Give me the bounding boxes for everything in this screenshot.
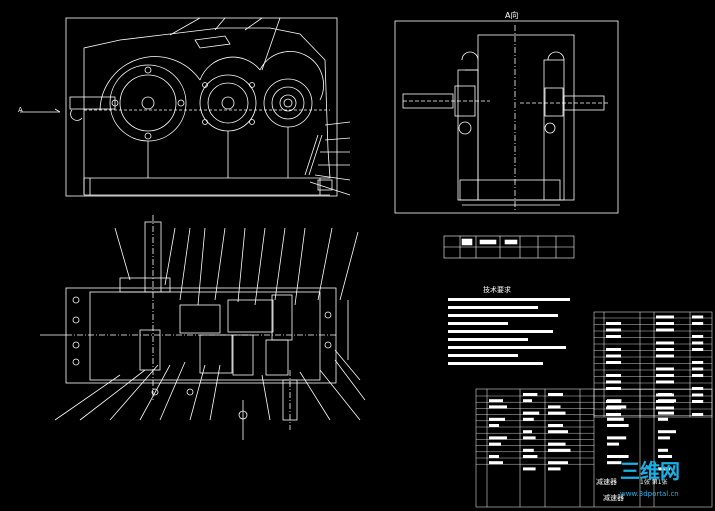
parts-cell-text [656,348,674,351]
parts-list-lower [475,388,713,508]
parts-cell-text [656,341,674,345]
parts-cell-text [607,455,629,458]
parts-cell-text [658,411,674,415]
parts-cell-text [658,417,668,421]
parts-cell-text [548,411,566,415]
parts-cell-text [489,442,501,446]
parts-cell-text [658,430,676,434]
parameter-table [443,235,575,259]
parts-cell-text [692,374,704,377]
parts-cell-text [489,436,507,440]
parts-cell-text [658,448,668,452]
tech-requirements-title: 技术要求 [483,285,511,294]
parts-cell-text [606,322,621,325]
parts-cell-text [606,348,621,351]
parts-cell-text [656,328,674,332]
parts-cell-text [656,322,674,325]
parts-cell-text [692,413,704,416]
parts-cell-text [656,393,674,397]
parts-cell-text [692,315,704,319]
parts-cell-text [523,430,532,434]
parts-cell-text [548,442,566,446]
parts-cell-text [606,406,621,410]
parts-cell-text [656,367,674,371]
watermark-logo: 三维网 [620,459,680,483]
parts-cell-text [489,405,507,409]
parts-cell-text [489,461,503,465]
parts-cell-text [548,393,563,396]
parts-cell-text [523,455,538,458]
parts-cell-text [607,417,624,421]
parts-cell-text [656,406,674,410]
view-a-label: A向 [505,10,518,20]
parts-cell-text [692,400,704,403]
parts-cell-text [548,467,561,471]
parts-cell-text [523,436,536,440]
parts-cell-text [692,348,704,351]
parts-list-cells [489,315,704,471]
parts-cell-text [692,322,704,325]
parts-cell-text [658,455,672,458]
parts-cell-text [523,411,540,415]
parts-cell-text [523,399,532,403]
parts-cell-text [692,361,704,364]
parts-cell-text [606,413,621,416]
parts-cell-text [656,315,674,319]
parts-cell-text [523,393,538,396]
parts-cell-text [692,335,704,338]
parts-cell-text [607,461,622,465]
parts-cell-text [548,405,561,409]
parts-cell-text [606,387,621,390]
watermark-url: www.3dportal.cn [620,490,679,498]
parts-cell-text [606,328,621,332]
parts-cell-text [489,399,503,403]
parts-cell-text [489,455,499,458]
side-view-a [394,20,619,214]
parts-cell-text [606,380,621,384]
parts-cell-text [523,448,534,452]
title-block-name-1: 减速器 [596,477,617,486]
tech-requirements-text [448,298,570,365]
parts-cell-text [548,448,571,452]
front-view [20,17,351,197]
parts-cell-text [656,380,674,384]
parts-cell-text [658,467,670,471]
parts-cell-text [656,400,674,403]
parts-cell-text [606,361,621,364]
section-arrow-label: A [18,106,23,114]
parts-cell-text [489,424,499,427]
parts-cell-text [692,387,704,390]
parts-cell-text [489,417,505,421]
parts-cell-text [656,354,674,358]
parts-cell-text [656,374,674,377]
parts-cell-text [606,335,621,338]
parts-cell-text [548,461,568,465]
plan-view [40,215,366,440]
parts-cell-text [692,393,704,397]
parts-cell-text [606,374,621,377]
parts-list-upper [593,311,713,418]
title-block-name-2: 减速器 [603,493,624,502]
parts-cell-text [523,417,534,421]
parts-cell-text [606,400,621,403]
parts-cell-text [692,341,704,345]
parts-cell-text [607,424,629,427]
parts-cell-text [523,467,536,471]
parts-cell-text [548,430,568,434]
parts-cell-text [606,354,621,358]
parts-cell-text [658,436,670,440]
parts-cell-text [548,424,563,427]
parts-cell-text [692,367,704,371]
parts-cell-text [607,442,619,446]
title-block-sheet: 1张 第1张 [640,478,668,486]
parts-cell-text [607,436,627,440]
